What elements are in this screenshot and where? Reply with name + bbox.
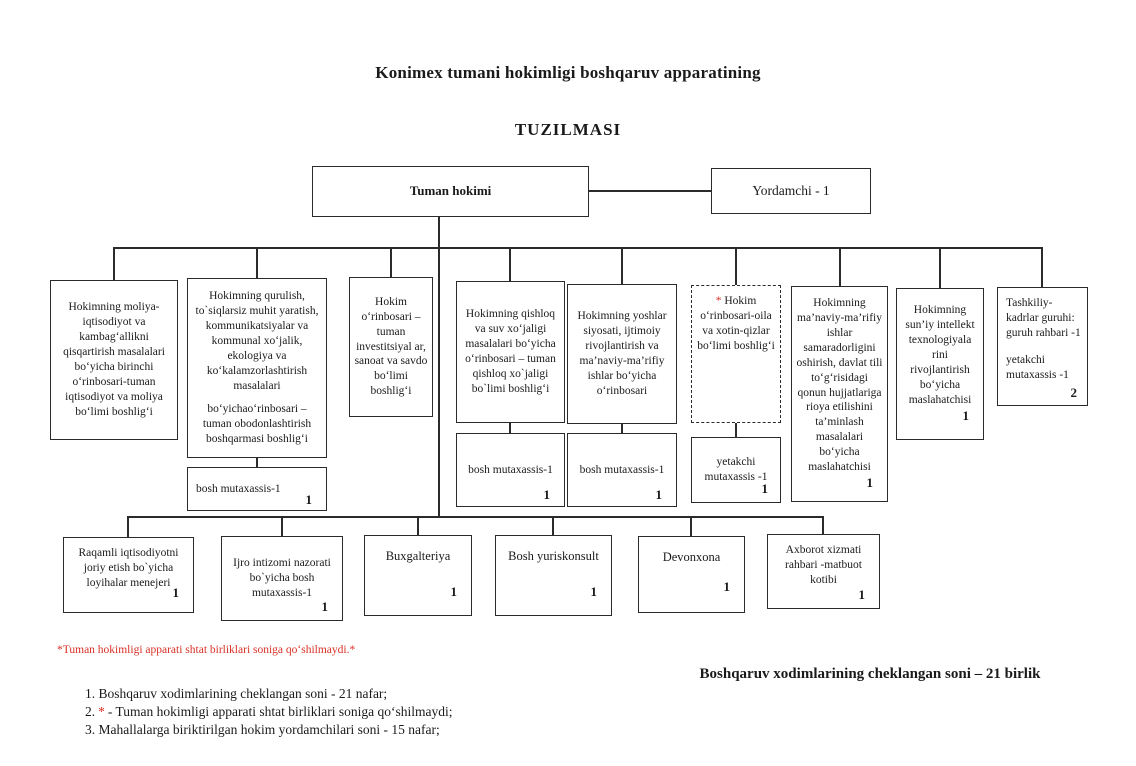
box-axborot-xizmati: Axborot xizmati rahbari -matbuot kotibi … (767, 534, 880, 609)
connector-line (256, 458, 258, 467)
staff-count: 1 (962, 407, 970, 423)
box-label: * Hokim o‘rinbosari-oila va xotin-qizlar… (697, 295, 775, 352)
box-moliya-birinchi-orinbosar: Hokimning moliya-iqtisodiyot va kambag‘a… (50, 280, 178, 440)
staff-count: 1 (305, 492, 313, 508)
box-label: Hokimning qurulish, to`siqlarsiz muhit y… (195, 290, 319, 392)
box-yoshlar-orinbosar: Hokimning yoshlar siyosati, ijtimoiy riv… (567, 284, 677, 424)
box-label: Hokimning qishloq va suv xo‘jaligi masal… (465, 308, 556, 395)
box-manaviy-maslahatchi: Hokimning ma’naviy-ma’rifiy ishlar samar… (791, 286, 888, 502)
box-raqamli-iqtisodiyot: Raqamli iqtisodiyotni joriy etish bo`yic… (63, 537, 194, 613)
subbox-bosh-mutaxassis-qurilish: bosh mutaxassis-1 1 (187, 467, 327, 511)
staff-count: 1 (723, 579, 731, 595)
staff-count: 1 (858, 587, 866, 603)
note-item: 1. Boshqaruv xodimlarining cheklangan so… (85, 686, 388, 701)
box-label: Tashkiliy-kadrlar guruhi: guruh rahbari … (1006, 297, 1081, 339)
connector-line (127, 516, 823, 518)
box-label: Hokimning sun’iy intellekt texnologiyala… (905, 304, 975, 406)
connector-line (509, 247, 511, 281)
staff-count: 1 (321, 599, 329, 615)
box-label: yetakchi mutaxassis -1 (1006, 353, 1069, 381)
box-label: bosh mutaxassis-1 (196, 482, 281, 495)
staff-count: 1 (172, 585, 180, 601)
box-ijro-intizomi: Ijro intizomi nazorati bo`yicha bosh mut… (221, 536, 343, 621)
staff-count: 1 (590, 584, 598, 600)
box-suniy-intellekt-maslahatchi: Hokimning sun’iy intellekt texnologiyala… (896, 288, 984, 440)
box-buxgalteriya: Buxgalteriya 1 (364, 535, 472, 616)
connector-line (417, 516, 419, 535)
box-devonxona: Devonxona 1 (638, 536, 745, 613)
box-label: yetakchi mutaxassis -1 (704, 456, 768, 483)
staff-count: 1 (866, 475, 874, 491)
note-item: 3. Mahallalarga biriktirilgan hokim yord… (85, 722, 440, 737)
subbox-bosh-mutaxassis-qishloq: bosh mutaxassis-1 1 (456, 433, 565, 507)
connector-line (552, 516, 554, 535)
box-tuman-hokimi: Tuman hokimi (312, 166, 589, 217)
asterisk-mark: * (715, 295, 722, 307)
staff-count: 2 (1070, 385, 1078, 401)
box-yordamchi: Yordamchi - 1 (711, 168, 871, 214)
box-label: Hokimning ma’naviy-ma’rifiy ishlar samar… (796, 296, 883, 474)
connector-line (690, 516, 692, 536)
connector-line (390, 247, 392, 277)
page-title: Konimex tumani hokimligi boshqaruv appar… (375, 63, 761, 82)
connector-line (113, 247, 115, 280)
subbox-bosh-mutaxassis-yoshlar: bosh mutaxassis-1 1 (567, 433, 677, 507)
box-label: Tuman hokimi (409, 183, 492, 199)
box-label: Hokimning yoshlar siyosati, ijtimoiy riv… (577, 310, 667, 397)
box-bosh-yuriskonsult: Bosh yuriskonsult 1 (495, 535, 612, 616)
box-label: Yordamchi - 1 (752, 183, 830, 199)
connector-line (822, 516, 824, 534)
box-label: bo‘yichao‘rinbosari – tuman obodonlashti… (202, 402, 312, 445)
connector-line (939, 247, 941, 288)
connector-line (127, 516, 129, 537)
box-label: Raqamli iqtisodiyotni joriy etish bo`yic… (78, 547, 179, 589)
box-label: Ijro intizomi nazorati bo`yicha bosh mut… (233, 557, 331, 599)
box-label: bosh mutaxassis-1 (579, 463, 665, 476)
box-label: Devonxona (662, 550, 721, 564)
subbox-yetakchi-mutaxassis-oila: yetakchi mutaxassis -1 1 (691, 437, 781, 503)
connector-line (621, 424, 623, 433)
box-tashkiliy-kadrlar: Tashkiliy-kadrlar guruhi: guruh rahbari … (997, 287, 1088, 406)
connector-line (735, 247, 737, 285)
box-label: bosh mutaxassis-1 (468, 463, 553, 476)
connector-line (735, 423, 737, 437)
staff-count: 1 (655, 487, 663, 503)
summary-line: Boshqaruv xodimlarining cheklangan soni … (699, 666, 1041, 682)
connector-line (839, 247, 841, 286)
staff-count: 1 (761, 481, 769, 497)
connector-line (256, 247, 258, 278)
connector-line (113, 247, 1043, 249)
box-label: Buxgalteriya (385, 549, 451, 563)
note-item: 2.*- Tuman hokimligi apparati shtat birl… (85, 704, 453, 719)
connector-line (438, 217, 440, 518)
footnote-red: *Tuman hokimligi apparati shtat birlikla… (57, 644, 356, 656)
box-label: Hokim o‘rinbosari – tuman investitsiyal … (354, 295, 428, 398)
box-oila-xotin-qizlar: * Hokim o‘rinbosari-oila va xotin-qizlar… (691, 285, 781, 423)
box-label: Hokimning moliya-iqtisodiyot va kambag‘a… (63, 301, 165, 418)
page-subtitle: TUZILMASI (514, 120, 622, 139)
connector-line (621, 247, 623, 284)
connector-line (1041, 247, 1043, 287)
connector-line (509, 423, 511, 433)
connector-line (281, 516, 283, 536)
staff-count: 1 (450, 584, 458, 600)
box-label: Axborot xizmati rahbari -matbuot kotibi (785, 544, 862, 586)
connector-line (589, 190, 711, 192)
box-qurilish-orinbosar: Hokimning qurulish, to`siqlarsiz muhit y… (187, 278, 327, 458)
box-label: Bosh yuriskonsult (508, 549, 599, 563)
box-qishloq-orinbosar: Hokimning qishloq va suv xo‘jaligi masal… (456, 281, 565, 423)
box-investitsiya-orinbosar: Hokim o‘rinbosari – tuman investitsiyal … (349, 277, 433, 417)
notes-list: 1. Boshqaruv xodimlarining cheklangan so… (85, 685, 452, 739)
staff-count: 1 (543, 487, 551, 503)
asterisk-mark: * (98, 704, 105, 719)
